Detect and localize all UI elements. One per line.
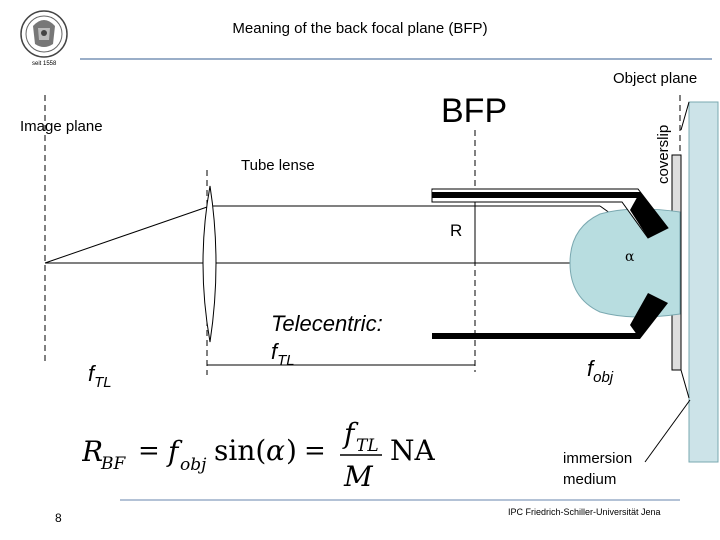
image-plane-label: Image plane <box>20 118 103 135</box>
tube-lens <box>202 185 217 343</box>
f-obj-f: f <box>587 356 594 381</box>
immersion-pointer <box>644 399 691 463</box>
formula-r: R <box>82 435 103 468</box>
f-obj-label: fobj <box>587 356 613 386</box>
f-tl-subscript: TL <box>94 374 112 391</box>
university-seal-logo <box>20 10 68 58</box>
footer-institution: IPC Friedrich-Schiller-Universität Jena <box>508 507 661 517</box>
radius-label: R <box>450 221 463 240</box>
telecentric-label: Telecentric: fTL <box>271 310 383 375</box>
f-tl-f: f <box>88 361 95 386</box>
f-tl-label: fTL <box>88 361 112 391</box>
immersion-medium-label: immersion medium <box>563 448 632 490</box>
formula-equals-2: = <box>304 436 326 466</box>
tube-lense-label: Tube lense <box>241 157 315 174</box>
telecentric-f: f <box>271 339 278 364</box>
objective-bottom-nose <box>630 293 668 339</box>
bfp-label: BFP <box>441 92 508 130</box>
immersion-line2: medium <box>563 471 617 488</box>
telecentric-subscript: TL <box>277 352 295 369</box>
f-obj-subscript: obj <box>593 369 614 386</box>
objective-top-nose <box>630 192 668 238</box>
coverslip-label: coverslip <box>655 124 672 184</box>
specimen-slide <box>688 101 719 463</box>
slide-number: 8 <box>55 511 62 525</box>
formula-equals-1: = <box>138 436 160 466</box>
slide-support <box>680 101 690 399</box>
formula-sin: sin( <box>214 434 266 467</box>
bfp-radius-formula: R BF = f obj sin( α ) = f TL M NA <box>82 417 436 493</box>
seal-caption: seit 1558 <box>32 61 57 67</box>
alpha-label: α <box>625 249 635 265</box>
formula-numerator-subscript: TL <box>356 436 379 456</box>
formula-f-obj-subscript: obj <box>180 455 207 475</box>
image-ray <box>44 205 211 264</box>
formula-na: NA <box>390 434 436 467</box>
object-plane-label: Object plane <box>613 70 698 87</box>
immersion-line1: immersion <box>563 450 633 467</box>
formula-denominator-m: M <box>343 460 374 493</box>
telecentric-line1: Telecentric: <box>271 311 383 336</box>
formula-close-paren: ) <box>286 434 297 467</box>
telecentric-line2: fTL <box>271 338 383 375</box>
formula-r-subscript: BF <box>100 454 126 474</box>
slide-title: Meaning of the back focal plane (BFP) <box>232 20 488 37</box>
formula-alpha: α <box>266 434 285 467</box>
